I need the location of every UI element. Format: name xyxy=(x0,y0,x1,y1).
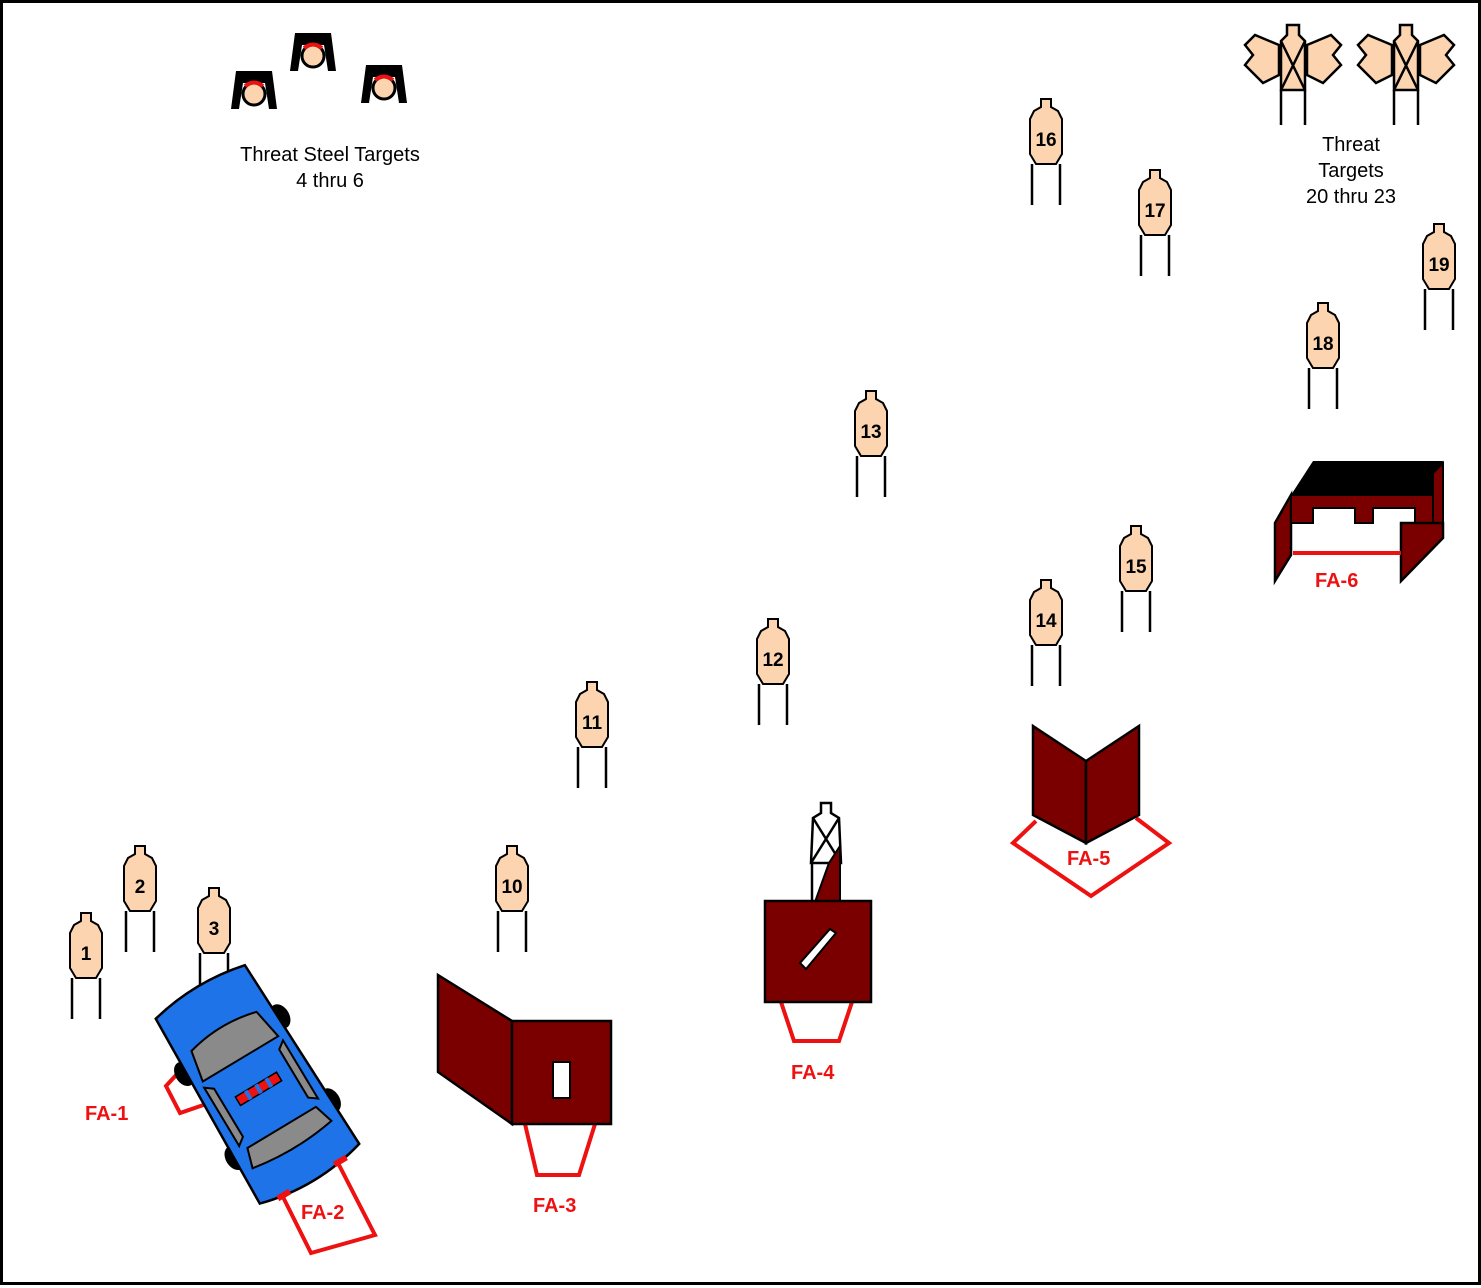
stage-svg: Threat Steel Targets 4 thru 6 Threat Tar… xyxy=(3,3,1481,1288)
fault-area-2-label: FA-2 xyxy=(301,1202,344,1224)
steel-target-4 xyxy=(231,71,277,109)
target-18: 18 xyxy=(1307,303,1339,409)
target-16: 16 xyxy=(1030,99,1062,205)
target-12-label: 12 xyxy=(762,650,783,671)
target-1-label: 1 xyxy=(81,944,92,965)
fault-area-5-label: FA-5 xyxy=(1067,848,1110,870)
fault-area-4-label: FA-4 xyxy=(791,1062,835,1084)
fault-area-4-outline xyxy=(781,1002,852,1041)
target-11-label: 11 xyxy=(582,713,603,734)
steel-caption-line1: Threat Steel Targets xyxy=(240,144,420,166)
threat-caption-line2: Targets xyxy=(1318,160,1384,182)
target-13-label: 13 xyxy=(860,422,881,443)
target-11: 11 xyxy=(576,682,608,788)
threat-target-pair-left xyxy=(1245,25,1341,125)
target-17-label: 17 xyxy=(1144,201,1165,222)
target-15: 15 xyxy=(1120,526,1152,632)
threat-caption-line1: Threat xyxy=(1322,134,1380,156)
target-3-label: 3 xyxy=(209,919,220,940)
barricade-fa5 xyxy=(1033,726,1139,843)
fault-area-3-label: FA-3 xyxy=(533,1195,576,1217)
target-12: 12 xyxy=(757,619,789,725)
target-10: 10 xyxy=(496,846,528,952)
steel-target-6 xyxy=(361,65,407,103)
target-14-label: 14 xyxy=(1035,611,1057,632)
target-19: 19 xyxy=(1423,224,1455,330)
target-15-label: 15 xyxy=(1125,557,1147,578)
steel-caption-line2: 4 thru 6 xyxy=(296,170,364,192)
target-2-label: 2 xyxy=(135,877,146,898)
fault-area-1-label: FA-1 xyxy=(85,1103,128,1125)
non-threat-target-fa4 xyxy=(811,803,841,902)
barricade-fa6 xyxy=(1275,461,1443,581)
fault-area-3-outline xyxy=(525,1124,595,1175)
target-18-label: 18 xyxy=(1312,334,1333,355)
threat-target-pair-right xyxy=(1358,25,1454,125)
barricade-fa3 xyxy=(438,975,611,1124)
fault-area-6-label: FA-6 xyxy=(1315,570,1358,592)
barricade-fa4 xyxy=(765,901,871,1002)
target-16-label: 16 xyxy=(1035,130,1056,151)
target-13: 13 xyxy=(855,391,887,497)
police-car xyxy=(142,953,370,1214)
threat-caption-line3: 20 thru 23 xyxy=(1306,186,1396,208)
target-17: 17 xyxy=(1139,170,1171,276)
target-10-label: 10 xyxy=(501,877,522,898)
target-14: 14 xyxy=(1030,580,1062,686)
target-2: 2 xyxy=(124,846,156,952)
steel-target-5 xyxy=(290,33,336,71)
target-19-label: 19 xyxy=(1428,255,1449,276)
target-1: 1 xyxy=(70,913,102,1019)
